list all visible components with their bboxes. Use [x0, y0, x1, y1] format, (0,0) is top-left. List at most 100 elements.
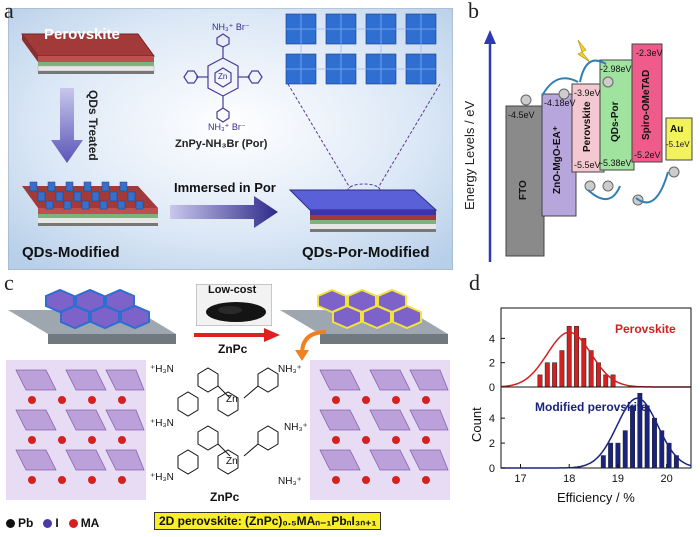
layer-perovskite-bottom: -5.5eV: [574, 160, 601, 170]
y-tick-label: 0: [489, 463, 495, 475]
energy-axis-label: Energy Levels / eV: [462, 100, 477, 210]
histogram-bar: [608, 442, 614, 469]
immersed-in-por-label: Immersed in Por: [174, 180, 276, 195]
y-tick-label: 2: [489, 358, 495, 370]
histogram-bar: [537, 374, 543, 388]
histogram-bar: [566, 325, 572, 388]
znpc-bottom-zn: Zn: [226, 456, 238, 467]
panel-c: c Low-cost Z: [0, 270, 455, 537]
i-dot-icon: [43, 518, 53, 528]
histogram-bar: [552, 362, 558, 388]
legend-pb: Pb: [6, 516, 33, 530]
qds-treated-label: QDs Treated: [86, 90, 100, 161]
layer-perovskite-name: Perovskite: [582, 101, 593, 152]
energy-diagram: [484, 30, 693, 262]
right-arrow-icon: [170, 196, 278, 228]
formula-box: 2D perovskite: (ZnPc)₀.₅MAₙ₋₁PbₙI₃ₙ₊₁: [154, 512, 382, 530]
panel-label-a: a: [4, 0, 14, 23]
histogram-bar: [544, 362, 550, 388]
histogram-bar: [622, 430, 628, 469]
layer-zno-name: ZnO-MgO-EA⁺: [552, 125, 563, 194]
layer-spiro-top: -2.3eV: [636, 48, 663, 58]
perovskite-lattice-left: [6, 360, 146, 500]
histogram-bar: [659, 430, 665, 469]
panel-b: b Energy Levels / eV FTO -4.: [460, 0, 700, 272]
ammonium-bottom-label: NH₃⁺ Br⁻: [208, 122, 246, 132]
znpc-top-zn: Zn: [226, 394, 238, 405]
gaussian-fit-line: [501, 397, 692, 469]
perovskite-stack: [21, 33, 155, 74]
atom-legend: Pb I MA: [6, 514, 99, 532]
layer-spiro-bottom: -5.2eV: [634, 150, 661, 160]
layer-qdspor-top: -2.98eV: [600, 64, 632, 74]
znpc-mid-nh3-right: NH₃⁺: [284, 422, 308, 433]
plot-frame-2: [500, 386, 692, 469]
low-cost-label: Low-cost: [208, 284, 257, 296]
histogram-bar: [559, 350, 565, 388]
znpc-powder-photo: [196, 284, 272, 326]
down-arrow-icon: [51, 88, 83, 163]
legend-ma: MA: [68, 516, 100, 530]
histogram-bar: [637, 392, 643, 469]
x-tick-label: 19: [612, 473, 624, 485]
molecule-name-label: ZnPy-NH₃Br (Por): [175, 138, 268, 150]
layer-au-name: Au: [670, 124, 684, 135]
layer-qdspor-bottom: -5.38eV: [600, 158, 632, 168]
qds-por-modified-stack: [288, 189, 438, 232]
legend-i: I: [43, 516, 59, 530]
znpc-arrow-label: ZnPc: [218, 342, 248, 356]
x-axis-label: Efficiency / %: [557, 490, 635, 505]
red-arrow-icon: [194, 328, 280, 342]
y-tick-label: 4: [489, 413, 495, 425]
film-after-znpc: [280, 288, 448, 344]
histogram-bar: [630, 405, 635, 469]
qd-crystal-lattice: [285, 13, 437, 85]
series2-legend-label: Modified perovskite: [535, 400, 648, 414]
layer-fto-top: -4.5eV: [508, 110, 535, 120]
ammonium-top-label: NH₃⁺ Br⁻: [212, 22, 250, 32]
y-tick-label: 2: [489, 438, 495, 450]
legend-ma-label: MA: [80, 516, 100, 530]
hole-icons: [584, 166, 680, 206]
layer-fto-name: FTO: [518, 180, 529, 200]
x-tick-label: 20: [661, 473, 673, 485]
x-tick-label: 18: [563, 473, 575, 485]
zinc-center-label: Zn: [218, 72, 228, 81]
znpc-mid-h2n-left: ⁺H₃N: [150, 418, 174, 429]
znpc-molecule-label: ZnPc: [210, 490, 240, 504]
qds-modified-label: QDs-Modified: [22, 244, 120, 261]
orange-curved-arrow-icon: [295, 330, 327, 361]
legend-i-label: I: [55, 516, 59, 530]
y-axis-label: Count: [469, 407, 484, 442]
histogram-bar: [603, 374, 609, 388]
y-tick-label: 4: [489, 333, 495, 345]
y-tick-label: 0: [489, 382, 495, 394]
legend-pb-label: Pb: [18, 516, 34, 530]
layer-qdspor-name: QDs-Por: [610, 101, 621, 142]
panel-label-c: c: [4, 270, 14, 295]
series1-legend-label: Perovskite: [615, 322, 676, 336]
histogram-bar: [666, 442, 672, 469]
znpc-bottom-nh3-right: NH₃⁺: [278, 476, 302, 487]
lightning-icon: [577, 39, 591, 63]
znpc-top-nh3-right: NH₃⁺: [278, 364, 302, 375]
porphyrin-molecule: [183, 33, 263, 123]
znpc-molecule-stack: [177, 367, 279, 475]
panel-label-b: b: [468, 0, 479, 23]
histogram-bar: [644, 405, 650, 469]
layer-perovskite-top: -3.9eV: [574, 88, 601, 98]
ma-dot-icon: [68, 518, 78, 528]
panel-a: Perovskite QDs Treated QDs-Modified: [0, 0, 455, 272]
panel-label-d: d: [469, 270, 480, 295]
qds-modified-stack: [22, 181, 158, 226]
znpc-bottom-h2n-left: ⁺H₃N: [150, 472, 174, 483]
znpc-top-h2n-left: ⁺H₃N: [150, 364, 174, 375]
layer-au-top: -5.1eV: [666, 140, 690, 149]
perovskite-layer-label: Perovskite: [44, 26, 120, 43]
qds-por-modified-label: QDs-Por-Modified: [302, 244, 430, 261]
layer-zno-top: -4.18eV: [544, 98, 576, 108]
pb-dot-icon: [6, 518, 15, 528]
electron-icons: [520, 76, 614, 106]
